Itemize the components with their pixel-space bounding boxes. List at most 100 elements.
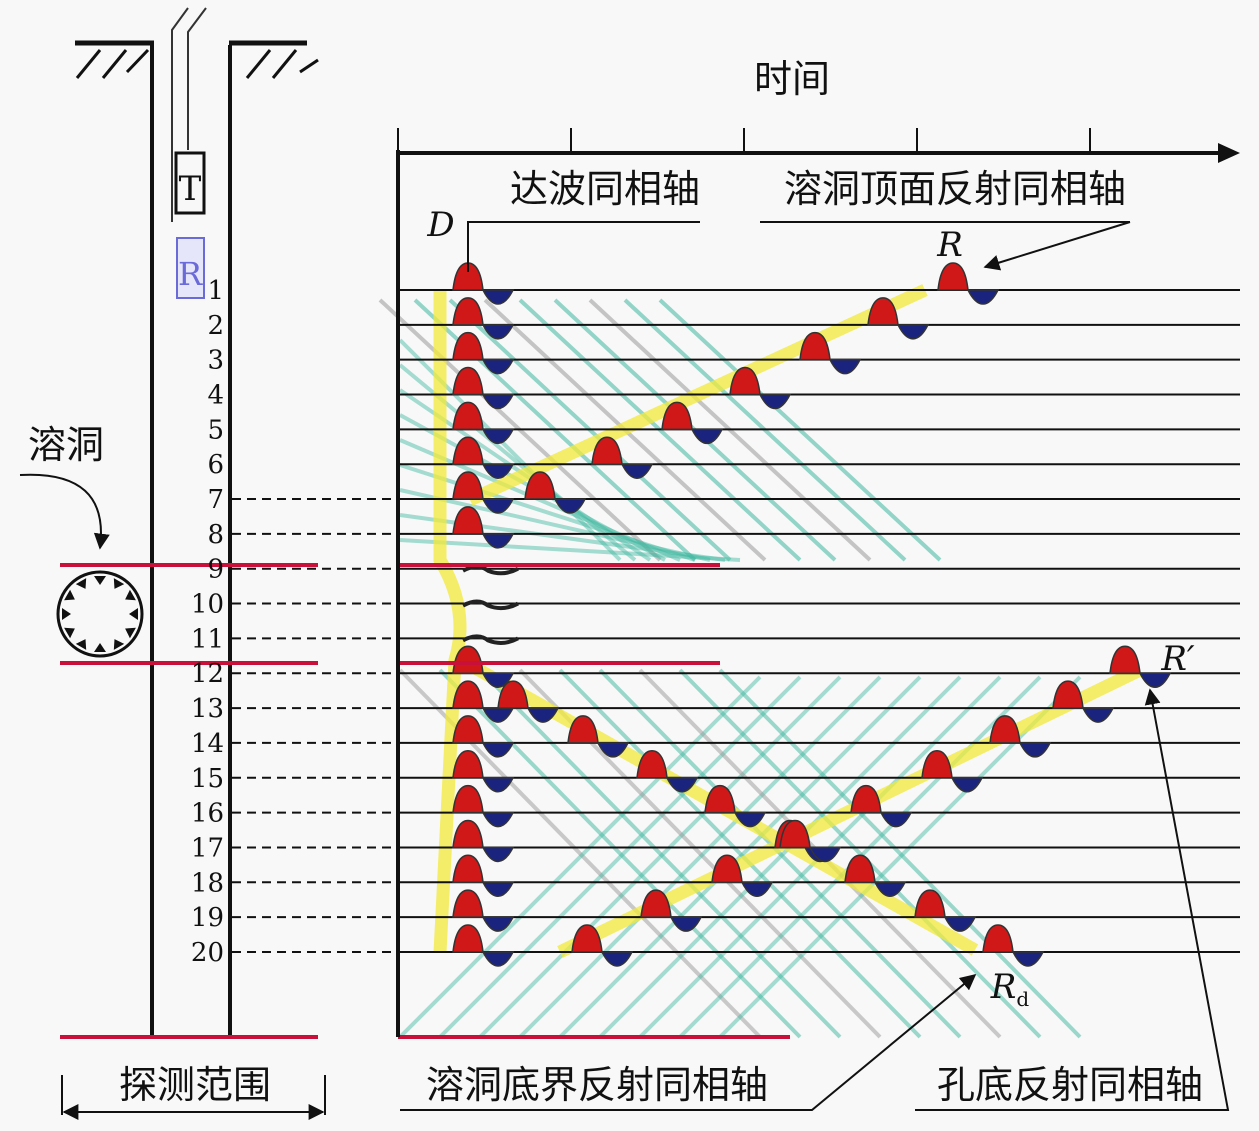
wavelet-trough: [526, 707, 560, 723]
wavelet-peak: [989, 715, 1021, 744]
wavelet: [914, 889, 977, 932]
ray-line: [678, 668, 1042, 1039]
wavelet-trough: [553, 498, 587, 514]
wavelet: [844, 854, 907, 898]
wavelet-trough: [828, 358, 862, 375]
wavelet-trough: [481, 358, 515, 375]
wavelet-peak: [1109, 645, 1141, 674]
wavelet-peak: [571, 924, 603, 953]
cavity-tooth: [113, 639, 125, 650]
wavelet: [452, 750, 515, 793]
top-reflection-arrow: [983, 221, 1131, 271]
wavelet: [452, 297, 515, 340]
wavelet-trough: [690, 428, 724, 445]
wavelet-peak: [452, 924, 484, 953]
wavelet: [729, 366, 792, 410]
ray-line: [718, 675, 1082, 1039]
wavelet: [640, 889, 703, 932]
wavelet-trough: [669, 916, 703, 932]
wavelet: [921, 750, 984, 793]
wavelet-weak: [462, 599, 519, 611]
cavity-tooth: [61, 608, 71, 620]
receiver-number: 20: [191, 938, 224, 968]
wavelet: [1109, 645, 1172, 688]
wavelet-peak: [452, 819, 484, 849]
receiver-number: 7: [207, 485, 224, 515]
wavelet: [452, 436, 515, 479]
hole-bottom-reflection-label: 孔底反射同相轴: [937, 1063, 1203, 1107]
ground-surface-left: [75, 40, 154, 79]
wavelet-trough: [481, 951, 515, 967]
wavelet-trough: [596, 742, 630, 758]
wavelet-peak: [937, 262, 969, 291]
ray-line: [478, 675, 842, 1039]
receiver-number: 14: [191, 729, 224, 759]
cavity-tooth: [94, 575, 106, 585]
wavelet: [452, 366, 515, 410]
cable: [171, 7, 207, 222]
ray-line: [399, 538, 741, 562]
wavelet-trough: [943, 916, 977, 932]
wavelet-peak: [844, 854, 876, 884]
wavelet-trough: [1018, 742, 1052, 758]
cavity-circle: [56, 570, 144, 658]
wavelet-trough: [481, 533, 515, 549]
wavelet-trough: [620, 463, 654, 479]
time-axis-arrow: [1218, 143, 1240, 163]
wavelet-weak: [462, 564, 519, 576]
direct-wave-leader: [467, 221, 700, 272]
ray-line: [399, 488, 711, 562]
wavelet: [704, 784, 767, 828]
wavelet: [711, 854, 774, 898]
label-D: D: [426, 205, 454, 245]
wavelet-trough: [481, 777, 515, 793]
ray-line: [518, 675, 882, 1039]
wavelet-peak: [452, 750, 484, 779]
wavelet-trough: [879, 811, 913, 828]
wavelet-trough: [873, 881, 907, 898]
receiver-number: 18: [191, 868, 224, 898]
wavelet: [1052, 680, 1115, 723]
wavelet-peak: [779, 819, 811, 849]
receiver-number: 10: [191, 590, 224, 620]
wavelet-peak: [704, 784, 736, 814]
wavelet: [452, 715, 515, 758]
wavelet-peak: [452, 889, 484, 918]
receiver-number: 15: [191, 764, 224, 794]
wavelet-peak: [982, 924, 1014, 953]
wavelet-peak: [640, 889, 672, 918]
ray-line: [598, 668, 962, 1039]
ray-line: [438, 668, 802, 1039]
wavelet-trough: [481, 811, 515, 828]
wavelet: [989, 715, 1052, 758]
wavelet-trough: [1138, 672, 1172, 688]
label-R: R: [936, 225, 963, 265]
wavelet-trough: [966, 289, 1000, 305]
wavelet: [497, 680, 560, 723]
cavity-tooth: [125, 627, 136, 639]
wavelet-peak: [452, 506, 484, 535]
label-Rd: Rd: [990, 967, 1030, 1011]
wavelet: [524, 471, 587, 514]
label-R-prime: R′: [1160, 639, 1195, 679]
wavelet-trough: [896, 324, 930, 340]
wavelet-peak: [452, 715, 484, 744]
wavelet: [452, 784, 515, 828]
direct-wave-label: 达波同相轴: [510, 167, 700, 211]
receiver-number: 9: [207, 555, 224, 585]
wavelet: [452, 471, 515, 514]
wavelet-peak: [524, 471, 556, 500]
time-axis-label: 时间: [754, 57, 830, 101]
wavelet-trough: [481, 498, 515, 514]
wavelet-peak: [1052, 680, 1084, 709]
receiver-number: 2: [207, 311, 224, 341]
hole-bottom-reflection-arrow: [915, 688, 1230, 1111]
ground-surface-right: [229, 40, 319, 79]
ray-line: [438, 675, 802, 1039]
detection-range-label: 探测范围: [119, 1063, 271, 1107]
wavelet-peak: [452, 401, 484, 431]
wavelet: [571, 924, 634, 967]
wavelet-peak: [636, 750, 668, 779]
wavelet: [462, 634, 519, 645]
receiver-number: 17: [191, 833, 224, 863]
